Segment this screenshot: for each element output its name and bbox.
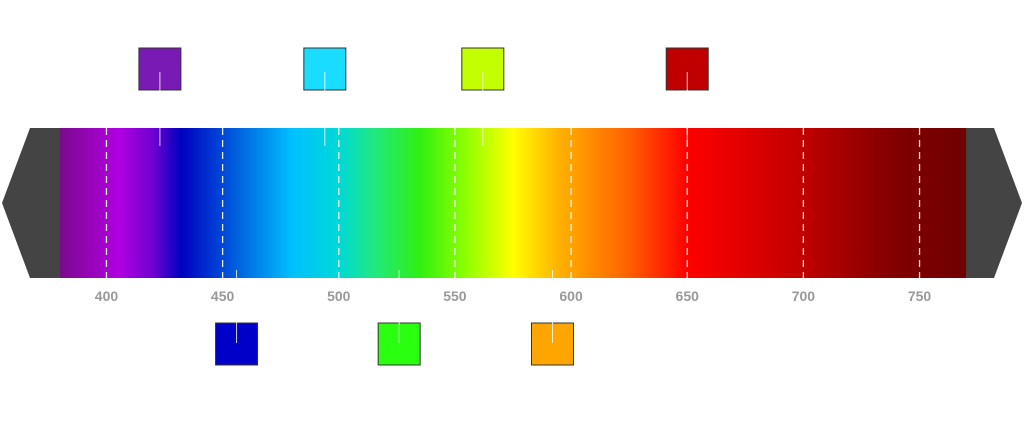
tick-label-750: 750 — [908, 288, 932, 304]
tick-label-400: 400 — [95, 288, 119, 304]
tick-label-650: 650 — [676, 288, 700, 304]
tick-label-600: 600 — [559, 288, 583, 304]
spectrum-band — [60, 128, 966, 278]
tick-label-700: 700 — [792, 288, 816, 304]
tick-label-500: 500 — [327, 288, 351, 304]
tick-label-550: 550 — [443, 288, 467, 304]
tick-label-450: 450 — [211, 288, 235, 304]
